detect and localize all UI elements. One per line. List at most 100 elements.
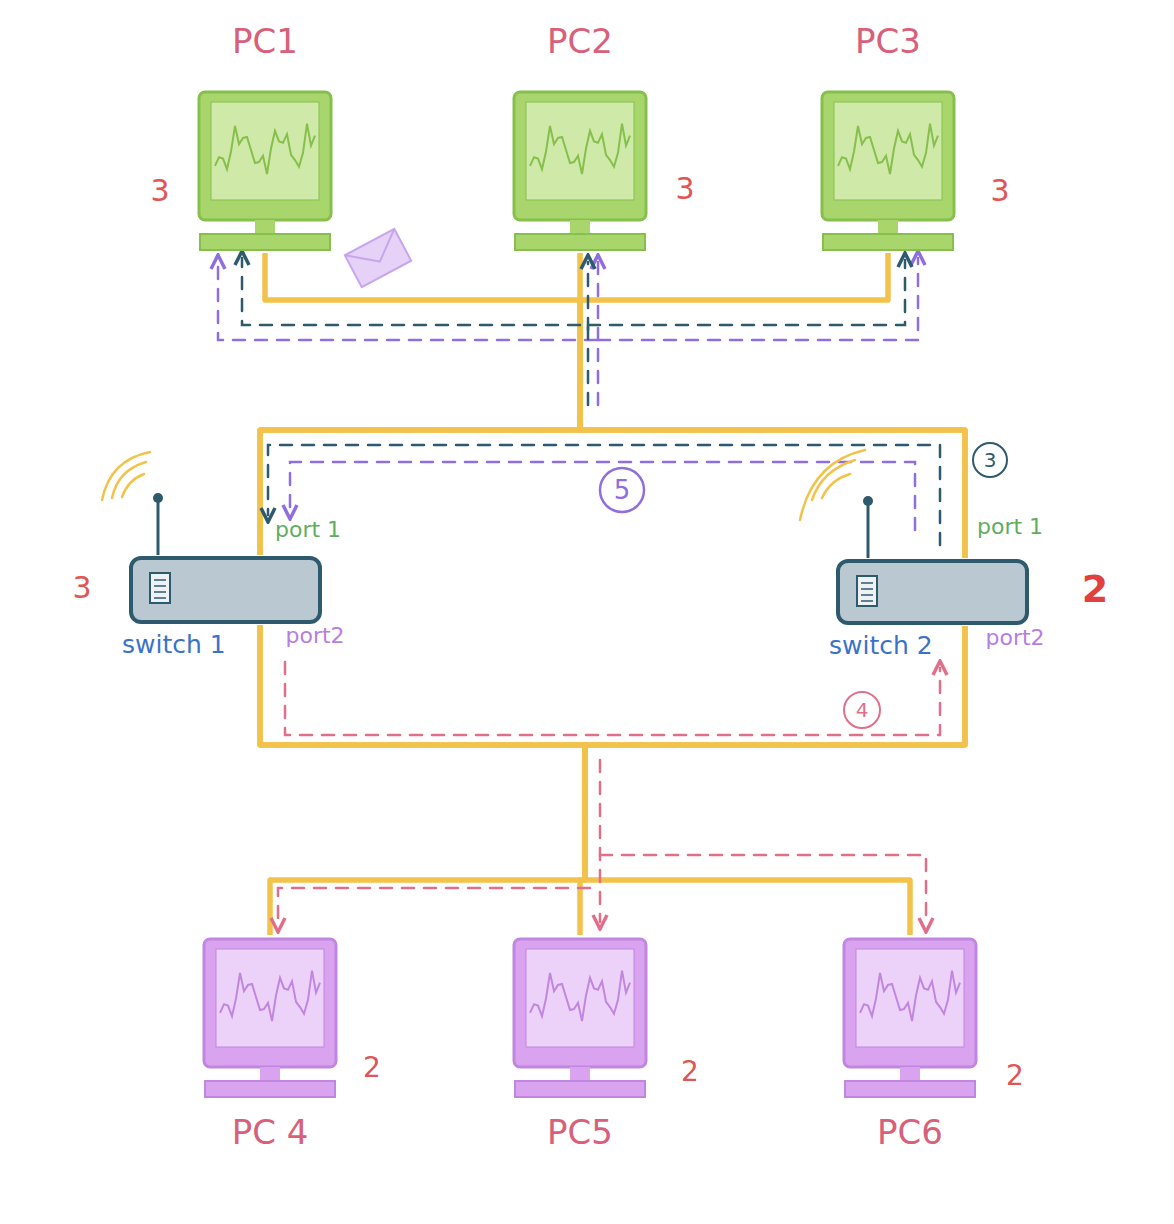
wifi-arc xyxy=(822,474,850,498)
flow-path xyxy=(598,258,918,340)
wifi-arc xyxy=(812,460,855,500)
antenna xyxy=(867,503,870,558)
node-label: switch 2 xyxy=(829,632,933,660)
network-cable xyxy=(580,253,965,558)
count-number: 2 xyxy=(363,1053,381,1084)
monitor-base xyxy=(823,234,953,250)
switch-body xyxy=(131,558,320,622)
monitor-neck xyxy=(900,1067,920,1082)
flow-path xyxy=(588,260,905,325)
port-label: port 1 xyxy=(275,518,341,542)
network-cable xyxy=(260,430,965,558)
computer-node: PC1 xyxy=(195,88,335,253)
count-number: 3 xyxy=(675,172,694,205)
document-line xyxy=(154,585,166,587)
flow-path xyxy=(268,445,940,545)
monitor-screen xyxy=(199,92,331,220)
monitor-screen xyxy=(514,92,646,220)
flow-path xyxy=(242,258,588,405)
count-number: 3 xyxy=(72,571,91,604)
monitor-display xyxy=(834,102,942,200)
node-label: PC1 xyxy=(232,23,298,60)
document-line xyxy=(861,594,873,596)
wifi-arc xyxy=(122,474,144,497)
count-number: 3 xyxy=(150,174,169,207)
monitor-base xyxy=(515,1081,645,1097)
callout-number: 4 xyxy=(856,699,869,721)
monitor-neck xyxy=(255,220,275,235)
callout-number: 3 xyxy=(984,449,997,471)
antenna-tip xyxy=(863,496,873,506)
monitor-neck xyxy=(260,1067,280,1082)
monitor-base xyxy=(205,1081,335,1097)
monitor-neck xyxy=(570,220,590,235)
wifi-arc xyxy=(800,450,865,520)
document-icon xyxy=(150,573,170,603)
flow-path xyxy=(587,262,590,330)
monitor-shape xyxy=(200,935,340,1100)
callout-circle xyxy=(844,692,880,728)
screen-scribble xyxy=(530,124,630,174)
document-line xyxy=(154,597,166,599)
antenna xyxy=(157,500,160,555)
flow-path xyxy=(599,760,602,922)
flow-path xyxy=(290,462,915,530)
wifi-waves xyxy=(102,450,865,520)
count-number: 2 xyxy=(681,1057,699,1088)
monitor-shape xyxy=(510,88,650,253)
switch-shape xyxy=(128,555,323,625)
port-label: port2 xyxy=(985,626,1044,650)
computer-node: PC5 xyxy=(510,935,650,1100)
document-icon xyxy=(857,576,877,606)
monitor-shape xyxy=(818,88,958,253)
antenna-tip xyxy=(153,493,163,503)
node-label: switch 1 xyxy=(122,631,226,659)
port-label: port 1 xyxy=(977,515,1043,539)
envelope-icon xyxy=(345,229,411,287)
document-line xyxy=(861,582,873,584)
monitor-base xyxy=(200,234,330,250)
monitor-display xyxy=(526,949,634,1047)
count-number: 3 xyxy=(990,174,1009,207)
node-label: PC6 xyxy=(877,1114,943,1151)
monitor-screen xyxy=(822,92,954,220)
flow-path xyxy=(600,855,926,925)
monitor-base xyxy=(515,234,645,250)
illustration-part xyxy=(218,258,940,925)
computer-node: PC 4 xyxy=(200,935,340,1100)
flow-path xyxy=(285,662,940,735)
network-cable xyxy=(265,253,965,558)
count-number: 2 xyxy=(1082,569,1108,611)
port-label: port2 xyxy=(285,624,344,648)
computer-node: PC2 xyxy=(510,88,650,253)
monitor-base xyxy=(845,1081,975,1097)
node-label: PC 4 xyxy=(232,1114,309,1151)
switch-shape xyxy=(835,558,1030,626)
node-label: PC5 xyxy=(547,1114,613,1151)
monitor-shape xyxy=(195,88,335,253)
wifi-arc xyxy=(102,452,150,500)
callout-number: 5 xyxy=(614,476,631,505)
flow-path xyxy=(218,262,598,405)
computer-node: PC6 xyxy=(840,935,980,1100)
monitor-screen xyxy=(204,939,336,1067)
switch-body xyxy=(838,561,1027,623)
monitor-shape xyxy=(510,935,650,1100)
monitor-display xyxy=(211,102,319,200)
callout-circle xyxy=(600,468,644,512)
flow-path xyxy=(597,262,600,340)
screen-scribble xyxy=(530,971,630,1021)
document-line xyxy=(154,579,166,581)
document-line xyxy=(861,600,873,602)
monitor-display xyxy=(216,949,324,1047)
monitor-screen xyxy=(844,939,976,1067)
callout-circle xyxy=(973,443,1007,477)
computer-node: PC3 xyxy=(818,88,958,253)
monitor-shape xyxy=(840,935,980,1100)
document-line xyxy=(861,588,873,590)
screen-scribble xyxy=(860,971,960,1021)
network-cable xyxy=(580,626,965,935)
screen-scribble xyxy=(220,971,320,1021)
network-switch: switch 2 xyxy=(835,558,1030,626)
